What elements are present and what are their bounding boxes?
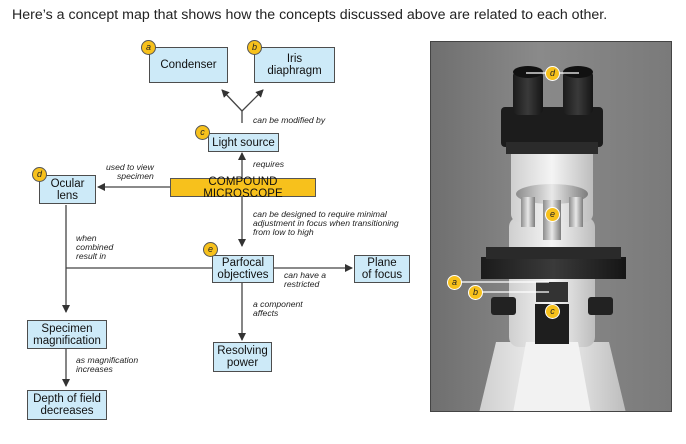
photo-badge-b: b xyxy=(468,285,483,300)
edge-label-when-combined: when combined result in xyxy=(76,233,114,261)
badge-c: c xyxy=(195,125,210,140)
badge-d: d xyxy=(32,167,47,182)
edge-label-designed: can be designed to require minimal adjus… xyxy=(253,209,399,237)
node-ocular-line2: lens xyxy=(56,189,79,202)
node-depth-line1: Depth of field xyxy=(33,393,101,405)
intro-text: Here’s a concept map that shows how the … xyxy=(12,7,608,23)
node-plane-line1: Plane xyxy=(367,257,397,269)
node-condenser-label: Condenser xyxy=(160,59,217,71)
node-light-source-label: Light source xyxy=(212,136,275,149)
node-parfocal-line2: objectives xyxy=(217,269,269,281)
node-ocular-line1: Ocular xyxy=(50,177,85,190)
microscope-photo: d e a b c xyxy=(430,41,672,412)
node-ocular-lens: Ocular lens xyxy=(39,175,96,204)
node-specimen-magnification: Specimen magnification xyxy=(27,320,107,349)
edge-label-used-to-view: used to view specimen xyxy=(106,162,154,181)
edge-label-as-magnification: as magnification increases xyxy=(76,355,139,374)
node-depth-line2: decreases xyxy=(40,405,94,417)
node-iris-diaphragm: Iris diaphragm xyxy=(254,47,335,83)
node-parfocal-line1: Parfocal xyxy=(221,257,265,269)
node-iris-line2: diaphragm xyxy=(267,65,322,77)
node-depth-of-field: Depth of field decreases xyxy=(27,390,107,420)
node-resolving-line1: Resolving xyxy=(217,345,268,357)
node-plane-line2: of focus xyxy=(361,269,403,281)
node-iris-line1: Iris xyxy=(286,53,303,65)
node-resolving-line2: power xyxy=(226,357,259,369)
photo-badge-a: a xyxy=(447,275,462,290)
edge-label-requires: requires xyxy=(253,159,285,169)
node-condenser: Condenser xyxy=(149,47,228,83)
edge-label-component: a component affects xyxy=(253,299,303,318)
edge-light-to-condenser xyxy=(221,89,243,112)
node-compound-label: COMPOUND MICROSCOPE xyxy=(203,175,283,200)
node-specimen-line1: Specimen xyxy=(41,322,93,335)
node-resolving-power: Resolving power xyxy=(213,342,272,372)
badge-e: e xyxy=(203,242,218,257)
node-specimen-line2: magnification xyxy=(33,334,101,347)
badge-a: a xyxy=(141,40,156,55)
photo-badge-e: e xyxy=(545,207,560,222)
node-compound-microscope: COMPOUND MICROSCOPE xyxy=(170,175,316,200)
photo-badge-c: c xyxy=(545,304,560,319)
node-light-source: Light source xyxy=(208,133,279,152)
edge-label-modified: can be modified by xyxy=(253,115,326,125)
photo-badge-d: d xyxy=(545,66,560,81)
node-parfocal-objectives: Parfocal objectives xyxy=(212,255,274,283)
edge-light-to-iris xyxy=(241,89,264,112)
microscope-illustration xyxy=(459,66,626,411)
badge-b: b xyxy=(247,40,262,55)
edge-label-restricted: can have a restricted xyxy=(284,270,327,289)
node-plane-of-focus: Plane of focus xyxy=(354,255,410,283)
